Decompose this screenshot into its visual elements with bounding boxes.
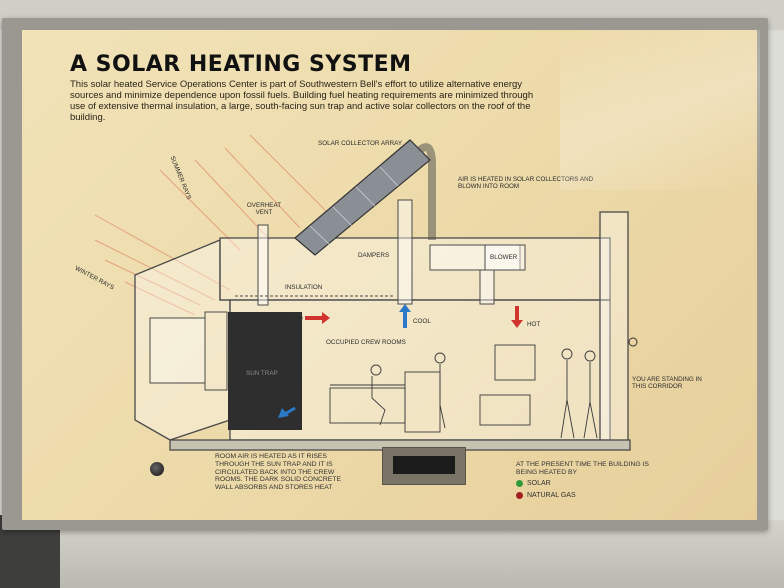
overheat-vent: [257, 224, 269, 306]
solar-collector-array: [294, 139, 436, 256]
label-you-are-standing: YOU ARE STANDING IN THIS CORRIDOR: [632, 376, 702, 390]
ductwork: [397, 199, 526, 305]
airflow-arrows: [278, 304, 523, 418]
natural-gas-indicator-lamp: [516, 492, 523, 499]
label-solar-collector-array: SOLAR COLLECTOR ARRAY: [318, 140, 403, 147]
label-air-heated: AIR IS HEATED IN SOLAR COLLECTORS AND BL…: [458, 176, 594, 190]
control-knob[interactable]: [150, 462, 164, 476]
room-air-caption: ROOM AIR IS HEATED AS IT RISES THROUGH T…: [215, 453, 342, 492]
label-sun-trap: SUN TRAP: [246, 370, 278, 377]
meter-screen: [393, 456, 455, 474]
summer-rays: [159, 134, 331, 251]
label-dampers: DAMPERS: [358, 252, 390, 259]
corridor-marker: [628, 337, 638, 347]
glass-reflection: [560, 30, 760, 190]
natural-gas-label: NATURAL GAS: [527, 492, 576, 499]
solar-label: SOLAR: [527, 480, 551, 487]
wall-lower: [0, 520, 784, 588]
label-hot: HOT: [527, 321, 541, 328]
sun-trap-wall: [228, 312, 302, 430]
label-overheat-vent: OVERHEAT VENT: [246, 202, 282, 216]
label-occupied-crew-rooms: OCCUPIED CREW ROOMS: [326, 339, 406, 346]
building-outline: [134, 211, 631, 451]
present-time-caption: AT THE PRESENT TIME THE BUILDING IS BEIN…: [516, 461, 649, 476]
crew-room-interior: [329, 344, 598, 439]
sign-panel: [22, 30, 757, 520]
label-insulation: INSULATION: [285, 284, 323, 291]
sign-title: A SOLAR HEATING SYSTEM: [70, 52, 412, 77]
label-blower: BLOWER: [490, 254, 518, 261]
sign-intro-text: This solar heated Service Operations Cen…: [70, 79, 534, 123]
display-meter: [382, 447, 466, 485]
winter-rays: [94, 214, 231, 316]
label-cool: COOL: [413, 318, 431, 325]
solar-indicator-lamp: [516, 480, 523, 487]
